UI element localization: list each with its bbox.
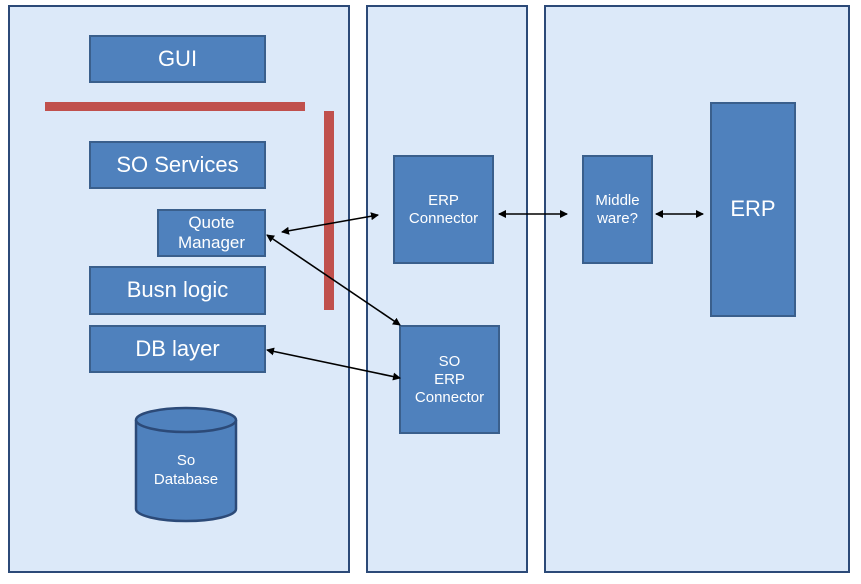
arrow-quote-manager-erp-connector [281, 212, 379, 235]
erp-label: ERP [730, 196, 776, 222]
middleware-label: Middle ware? [595, 191, 640, 227]
busn-logic-box: Busn logic [89, 266, 266, 315]
right-panel [544, 5, 850, 573]
busn-logic-label: Busn logic [126, 277, 229, 303]
so-database-label: So Database [153, 452, 219, 488]
arrow-db-layer-so-erp-connector [266, 347, 401, 381]
vertical-divider [324, 111, 334, 310]
gui-box: GUI [89, 35, 266, 83]
erp-connector-label: ERP Connector [408, 191, 479, 227]
so-services-box: SO Services [89, 141, 266, 189]
so-services-label: SO Services [116, 151, 239, 177]
arrow-quote-manager-so-erp-connector [266, 234, 401, 326]
middleware-box: Middle ware? [582, 155, 653, 264]
so-erp-connector-label: SO ERP Connector [414, 352, 485, 406]
erp-connector-box: ERP Connector [393, 155, 494, 264]
quote-manager-label: Quote Manager [177, 213, 246, 252]
erp-box: ERP [710, 102, 796, 317]
gui-label: GUI [157, 45, 198, 71]
so-erp-connector-box: SO ERP Connector [399, 325, 500, 434]
horizontal-divider [45, 102, 305, 111]
db-layer-box: DB layer [89, 325, 266, 373]
db-layer-label: DB layer [135, 335, 220, 361]
quote-manager-box: Quote Manager [157, 209, 266, 257]
